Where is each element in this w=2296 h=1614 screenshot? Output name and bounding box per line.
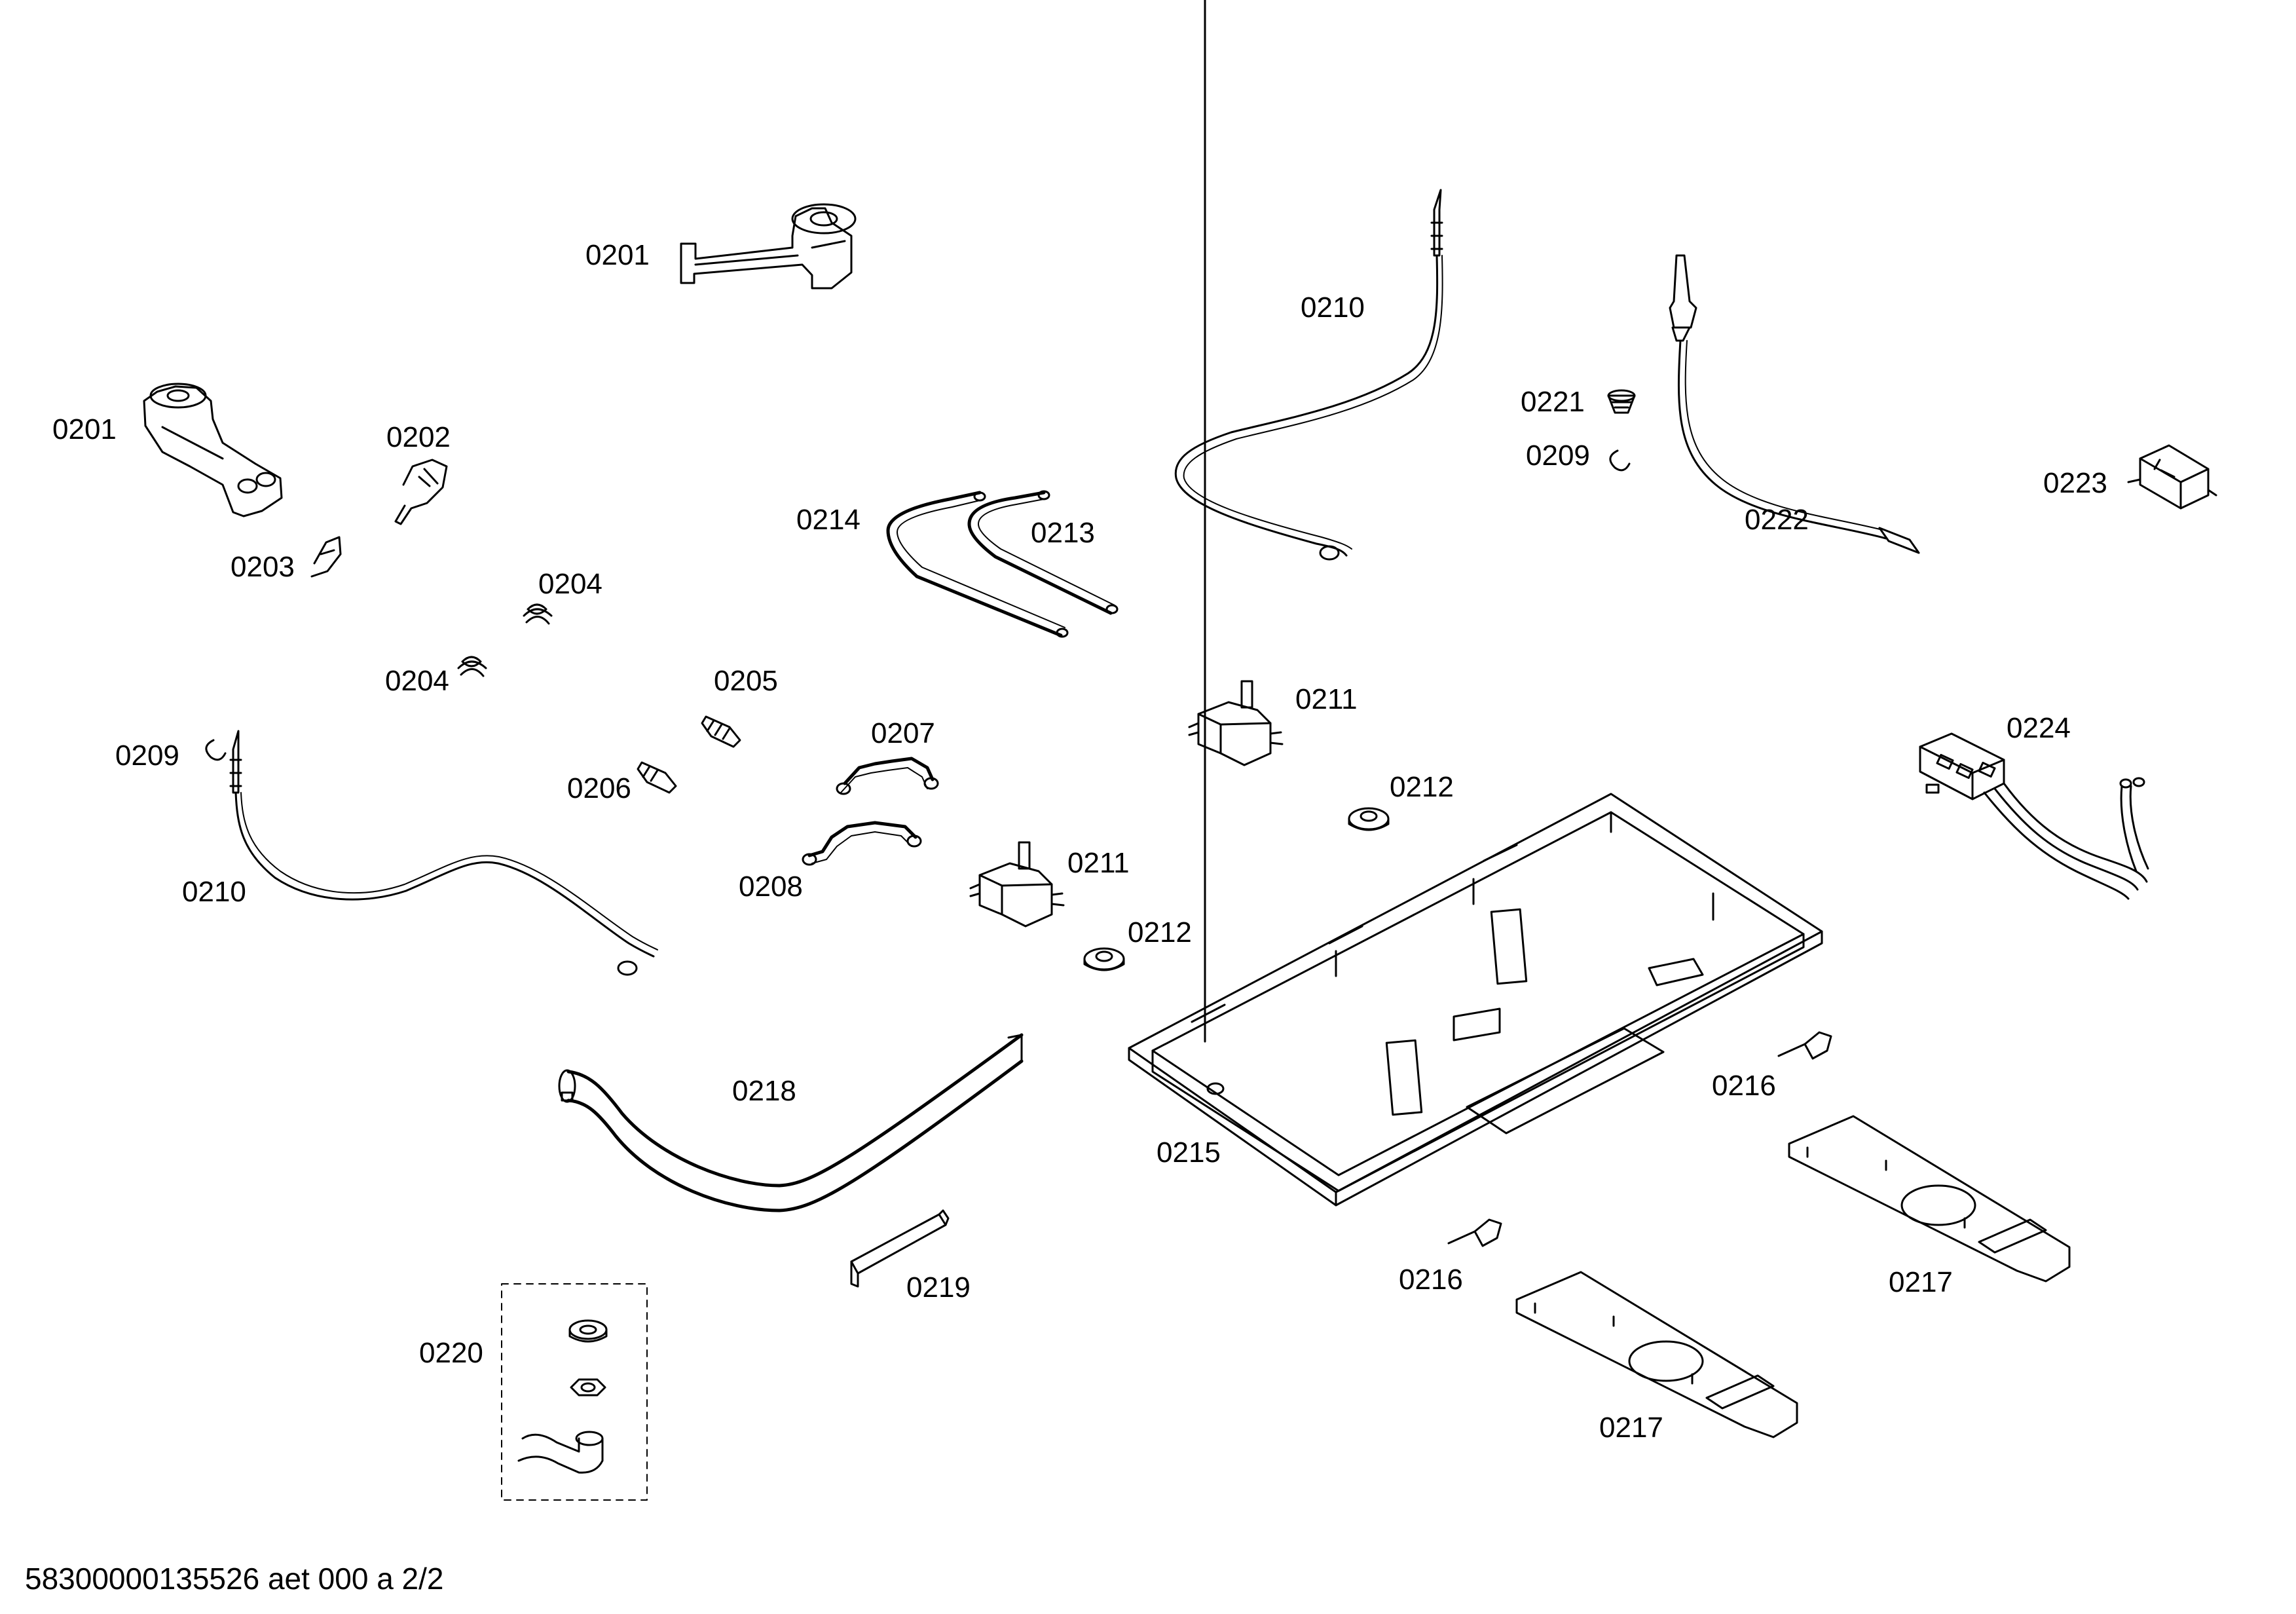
part-0201-burner-holder-upper xyxy=(680,203,857,290)
label-0214: 0214 xyxy=(796,504,861,536)
label-0216-left: 0216 xyxy=(1399,1264,1463,1296)
part-0207-gas-pipe xyxy=(836,757,939,795)
label-0209-right: 0209 xyxy=(1526,440,1590,472)
part-0209-clip-right xyxy=(1609,449,1631,472)
part-0216-clip-left xyxy=(1447,1218,1502,1247)
label-0204-lower: 0204 xyxy=(385,665,449,697)
label-0224: 0224 xyxy=(2007,712,2071,744)
label-0209-left: 0209 xyxy=(115,740,179,772)
part-0212-ring-upper xyxy=(1348,807,1390,831)
part-0224-wiring-harness xyxy=(1919,732,2149,900)
label-0217-lower: 0217 xyxy=(1599,1412,1663,1444)
part-0213-gas-pipe xyxy=(967,490,1119,615)
label-0215: 0215 xyxy=(1157,1136,1221,1169)
label-0211-upper: 0211 xyxy=(1295,683,1358,715)
part-0212-ring-lower xyxy=(1083,947,1125,971)
label-0203: 0203 xyxy=(231,551,295,583)
part-0214-gas-pipe xyxy=(886,491,1069,638)
label-0206: 0206 xyxy=(567,772,631,804)
label-0201-left: 0201 xyxy=(52,413,117,445)
label-0216-right: 0216 xyxy=(1712,1070,1776,1102)
label-0222: 0222 xyxy=(1745,504,1809,536)
label-0217-upper: 0217 xyxy=(1889,1266,1953,1298)
label-0212-upper: 0212 xyxy=(1390,771,1454,803)
label-0223: 0223 xyxy=(2043,467,2107,499)
part-0215-base-tray xyxy=(1128,0,1823,1207)
label-0210-left: 0210 xyxy=(182,876,246,908)
label-0207: 0207 xyxy=(871,717,935,749)
part-0211-gas-tap-upper xyxy=(1188,680,1284,766)
part-0204-spring-upper xyxy=(523,603,553,625)
label-0213: 0213 xyxy=(1031,517,1095,549)
document-code: 58300000135526 aet 000 a 2/2 xyxy=(25,1562,444,1596)
part-0223-ignition-module xyxy=(2127,444,2217,510)
part-0205-nozzle xyxy=(701,715,741,748)
part-0216-clip-right xyxy=(1777,1031,1832,1060)
part-0202-clip xyxy=(394,459,448,525)
label-0204-upper: 0204 xyxy=(538,568,602,600)
part-0211-gas-tap-lower xyxy=(969,841,1065,928)
label-0220: 0220 xyxy=(419,1337,483,1369)
label-0219: 0219 xyxy=(906,1271,971,1304)
part-labels: 0201 0201 0202 0203 0204 0204 0205 0206 … xyxy=(52,239,2107,1444)
part-0206-nozzle xyxy=(637,761,677,794)
label-0208: 0208 xyxy=(739,871,803,903)
label-0212-lower: 0212 xyxy=(1128,916,1192,948)
part-0210-thermocouple-upper xyxy=(1174,189,1443,561)
label-0218: 0218 xyxy=(732,1075,796,1107)
part-0204-spring-lower xyxy=(457,656,487,677)
label-0201-upper: 0201 xyxy=(585,239,650,271)
part-0218-gas-manifold xyxy=(558,1033,1024,1212)
part-0217-bracket-lower xyxy=(1515,1271,1798,1438)
part-0208-gas-pipe xyxy=(802,821,922,866)
part-0221-grommet xyxy=(1607,389,1636,414)
label-0202: 0202 xyxy=(386,421,451,453)
part-0222-ignition-electrode xyxy=(1669,254,1920,554)
part-0209-clip-left xyxy=(205,739,227,761)
part-0201-burner-holder-left xyxy=(143,383,283,517)
label-0211-lower: 0211 xyxy=(1067,847,1130,879)
part-0219-strip xyxy=(850,1209,950,1288)
part-0217-bracket-upper xyxy=(1788,1115,2071,1283)
part-0210-thermocouple-left xyxy=(229,730,658,976)
part-0203-clip xyxy=(310,536,342,578)
part-0220-connector-kit xyxy=(501,1283,648,1501)
label-0205: 0205 xyxy=(714,665,778,697)
label-0210-upper: 0210 xyxy=(1301,291,1365,324)
label-0221: 0221 xyxy=(1521,386,1585,418)
